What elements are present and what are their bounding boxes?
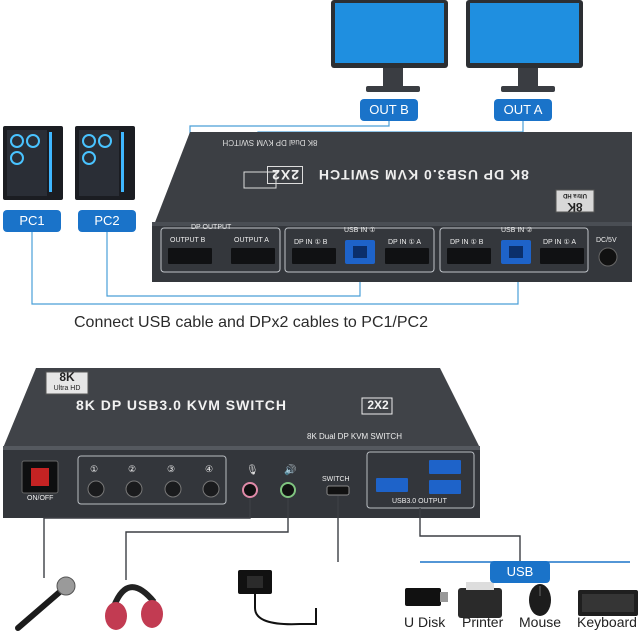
bottom-8k-badge-big: 8K — [59, 370, 75, 384]
select-buttons — [87, 480, 220, 498]
out-b-label: OUT B — [360, 99, 418, 121]
top-diagram — [3, 0, 632, 305]
dp-output-label: DP OUTPUT — [191, 224, 232, 231]
usb-a-port-shapes — [376, 460, 461, 494]
microphone-icon — [15, 576, 76, 631]
mic-jack-icon — [242, 482, 258, 498]
top-2x2-box — [243, 171, 277, 189]
peripheral-u-disk: U Disk — [404, 614, 446, 630]
bottom-unit-title: 8K DP USB3.0 KVM SWITCH — [76, 397, 287, 413]
monitor-out-a-icon — [466, 0, 583, 92]
headphones-icon — [105, 584, 163, 630]
peripheral-printer: Printer — [462, 614, 504, 630]
output-a-label: OUTPUT A — [234, 237, 269, 244]
bottom-subtitle: 8K Dual DP KVM SWITCH — [307, 432, 402, 441]
dp-in-1a-label: DP IN ① A — [388, 239, 421, 246]
mouse-icon — [529, 584, 551, 616]
output-b-label: OUTPUT B — [170, 237, 206, 244]
kvm-bottom-body — [3, 368, 480, 518]
pc1-label: PC1 — [3, 210, 61, 232]
dp-in-1b-label: DP IN ① B — [294, 239, 328, 246]
connect-caption: Connect USB cable and DPx2 cables to PC1… — [74, 314, 428, 331]
usb-pill: USB — [490, 561, 550, 583]
top-8k-badge-small: Ultra HD — [563, 192, 588, 198]
bottom-2x2-box — [361, 397, 393, 415]
pc2-tower-icon — [75, 126, 135, 200]
usb-in-2-label: USB IN ② — [501, 227, 533, 234]
speaker-icon: 🔊 — [284, 463, 296, 476]
printer-icon — [458, 582, 502, 618]
usb-output-label: USB3.0 OUTPUT — [392, 498, 447, 505]
audio-jack-icon — [280, 482, 296, 498]
top-8k-badge-box — [555, 189, 595, 213]
top-8k-badge-big: 8K — [567, 200, 583, 214]
pc1-tower-icon — [3, 126, 63, 200]
peripheral-mouse: Mouse — [519, 614, 562, 630]
out-a-label: OUT A — [494, 99, 552, 121]
monitor-out-b-icon — [331, 0, 448, 92]
bottom-8k-badge: 8K Ultra HD — [46, 370, 88, 394]
keyboard-icon — [578, 590, 638, 616]
usb-b-port-shapes — [345, 240, 531, 264]
dc-jack-icon — [598, 247, 618, 267]
button-label-4: ④ — [205, 464, 214, 474]
bottom-8k-badge-box — [45, 371, 89, 395]
mic-icon: 🎙 — [246, 464, 259, 476]
port-group-outlines — [160, 227, 589, 273]
top-8k-badge: 8K Ultra HD — [556, 189, 594, 214]
top-model-badge: 2X2 — [267, 166, 304, 184]
bottom-model-badge: 2X2 — [367, 398, 389, 412]
dp-port-shapes — [168, 248, 584, 264]
onoff-label: ON/OFF — [27, 495, 54, 502]
switch-port-label: SWITCH — [322, 476, 350, 483]
u-disk-icon — [405, 588, 448, 606]
button-label-2: ② — [128, 464, 137, 474]
power-rocker — [31, 468, 49, 486]
bottom-diagram: 🎙 🔊 — [3, 368, 638, 631]
top-title-text: 8K DP USB3.0 KVM SWITCH — [317, 167, 529, 183]
wired-switch-icon — [238, 570, 317, 626]
usb-in-1-label: USB IN ① — [344, 227, 376, 234]
pc2-label: PC2 — [78, 210, 136, 232]
top-unit-title-upside-down: 8K DP USB3.0 KVM SWITCH 2X2 — [238, 166, 558, 184]
dp-in-2b-label: DP IN ① B — [450, 239, 484, 246]
top-subtitle-upside-down: 8K Dual DP KVM SWITCH — [222, 138, 318, 147]
bottom-8k-badge-small: Ultra HD — [53, 385, 81, 392]
button-panel-outline — [77, 455, 227, 505]
dc-5v-label: DC/5V — [596, 237, 617, 244]
peripheral-keyboard: Keyboard — [577, 614, 637, 630]
button-label-3: ③ — [167, 464, 176, 474]
dp-in-2a-label: DP IN ① A — [543, 239, 576, 246]
switch-port-shape — [326, 485, 350, 496]
button-label-1: ① — [90, 464, 99, 474]
